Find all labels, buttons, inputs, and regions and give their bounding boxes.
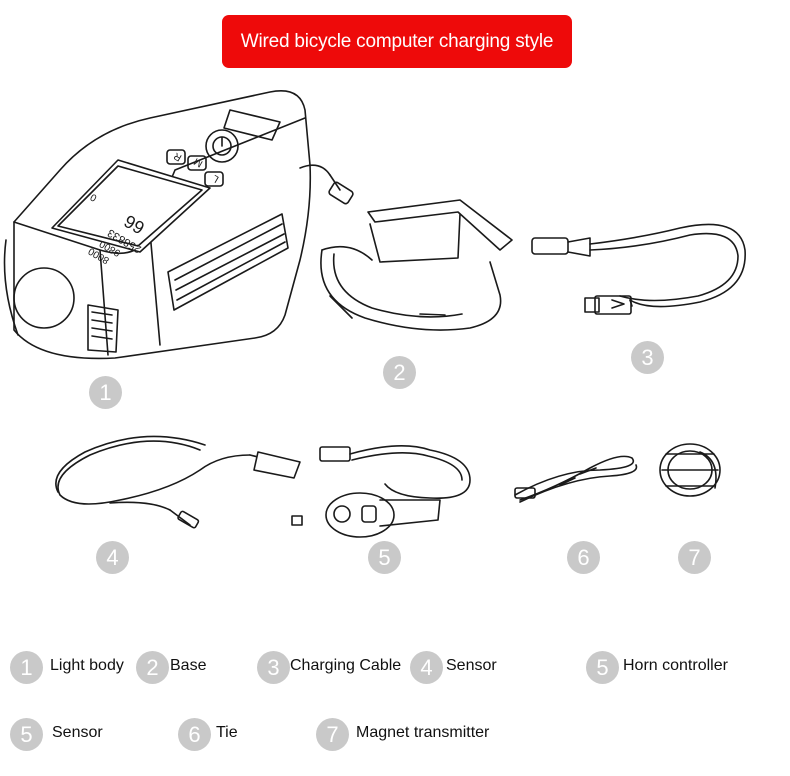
- legend-label: Sensor: [52, 724, 103, 741]
- legend-number: 7: [316, 718, 349, 751]
- legend-number: 3: [257, 651, 290, 684]
- title-banner: Wired bicycle computer charging style: [222, 15, 572, 68]
- horn-controller-illustration: [291, 445, 471, 538]
- legend-number: 5: [586, 651, 619, 684]
- light-body-illustration: [3, 90, 354, 360]
- legend-label: Horn controller: [623, 657, 728, 674]
- base-illustration: [320, 199, 513, 331]
- legend-label: Sensor: [446, 657, 497, 674]
- display-small: 0: [88, 191, 99, 204]
- badge-3: 3: [631, 341, 664, 374]
- charging-cable-illustration: [531, 223, 746, 315]
- button-r-label: R: [172, 150, 184, 163]
- badge-4: 4: [96, 541, 129, 574]
- legend-number: 2: [136, 651, 169, 684]
- legend-label: Magnet transmitter: [356, 724, 490, 741]
- button-l-label: L: [210, 172, 221, 185]
- badge-5: 5: [368, 541, 401, 574]
- badge-2: 2: [383, 356, 416, 389]
- legend-number: 5: [10, 718, 43, 751]
- legend-number: 1: [10, 651, 43, 684]
- legend-label: Tie: [216, 724, 238, 741]
- legend-number: 6: [178, 718, 211, 751]
- badge-6: 6: [567, 541, 600, 574]
- legend-label: Charging Cable: [290, 657, 402, 674]
- badge-7: 7: [678, 541, 711, 574]
- magnet-transmitter-illustration: [659, 443, 721, 497]
- sensor-illustration: [55, 435, 301, 529]
- legend-label: Base: [170, 657, 207, 674]
- legend-label: Light body: [50, 657, 124, 674]
- legend-number: 4: [410, 651, 443, 684]
- tie-illustration: [514, 455, 638, 503]
- badge-1: 1: [89, 376, 122, 409]
